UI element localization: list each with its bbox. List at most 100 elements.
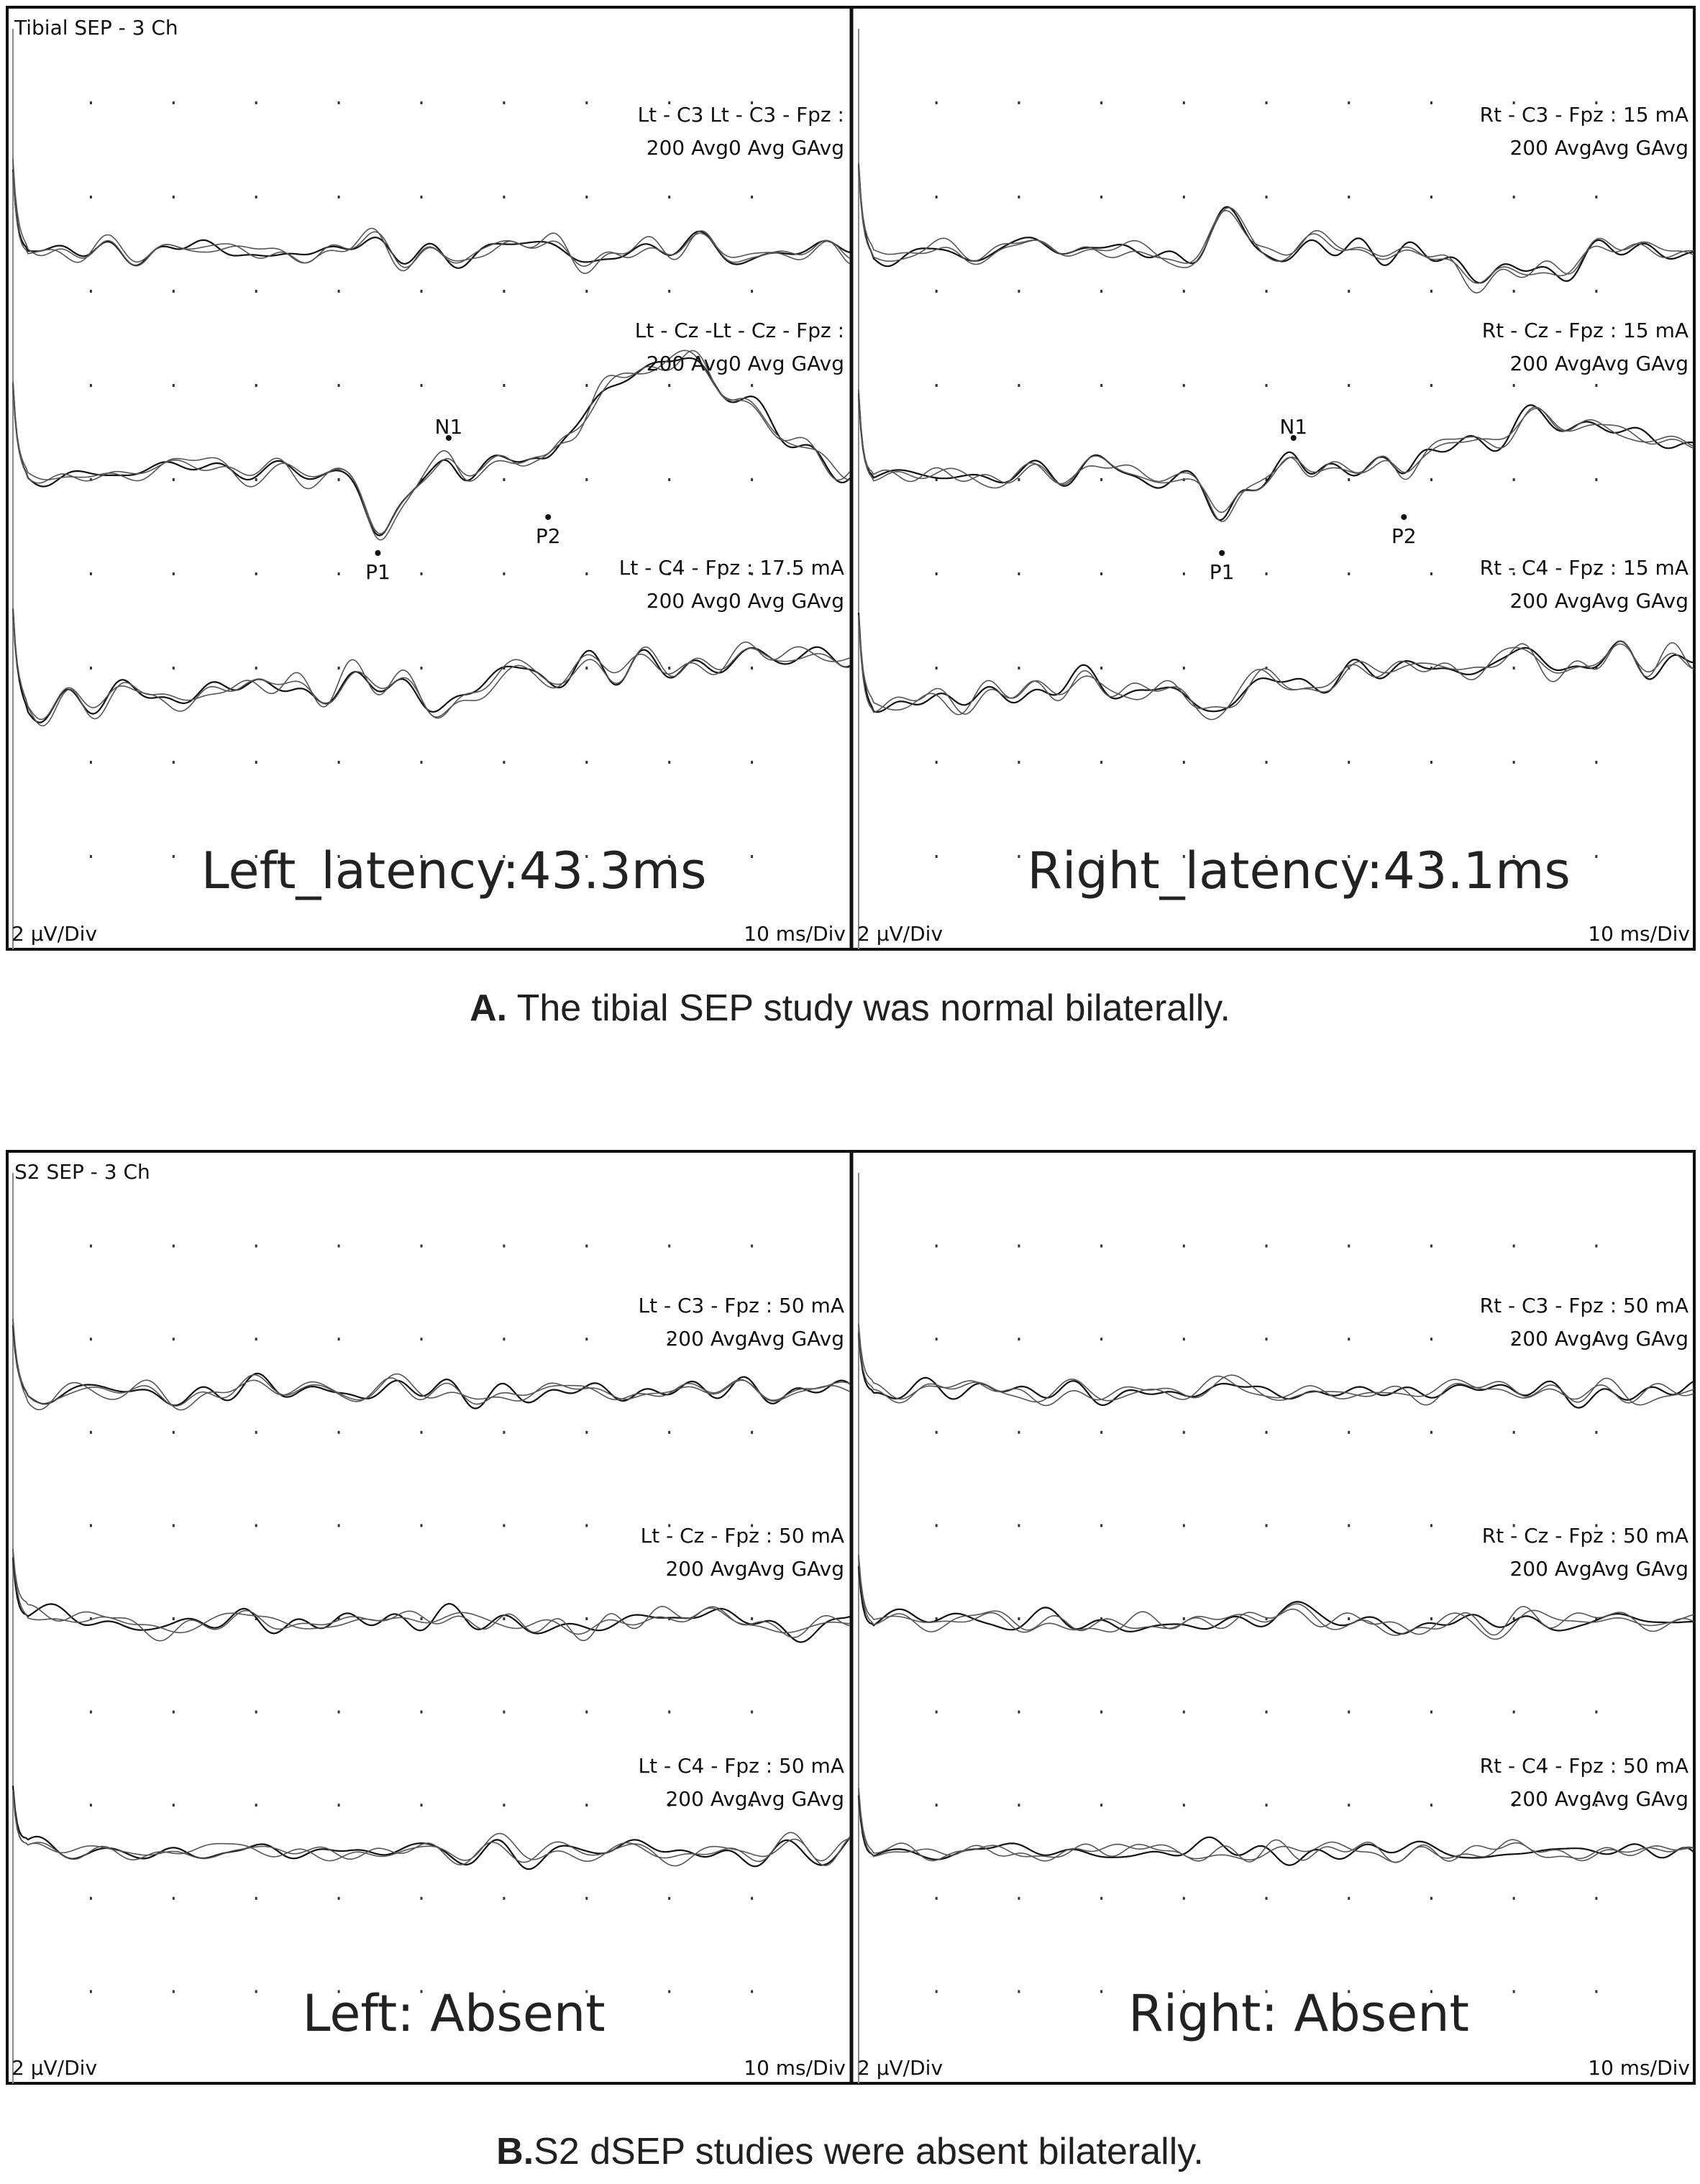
grid-dot bbox=[420, 290, 423, 293]
grid-dot bbox=[1182, 1617, 1185, 1620]
channel-label: Rt - C4 - Fpz : 15 mA bbox=[1480, 556, 1688, 580]
grid-dot bbox=[751, 1804, 754, 1807]
waveform-trace-c4 bbox=[857, 613, 1694, 713]
peak-marker bbox=[1401, 514, 1407, 520]
grid-dot bbox=[89, 1338, 92, 1341]
waveform-trace-c3 bbox=[12, 158, 851, 268]
waveform-trace-c4 bbox=[12, 608, 851, 723]
grid-dot bbox=[1348, 1804, 1351, 1807]
caption-a-prefix: A. bbox=[470, 987, 508, 1029]
grid-dot bbox=[1265, 101, 1268, 104]
caption-a-text: The tibial SEP study was normal bilatera… bbox=[507, 987, 1230, 1029]
grid-dot bbox=[503, 667, 506, 670]
grid-dot bbox=[1348, 1990, 1351, 1993]
grid-dot bbox=[1182, 1804, 1185, 1807]
grid-dot bbox=[585, 1710, 588, 1714]
grid-dot bbox=[172, 855, 175, 858]
grid-dot bbox=[255, 761, 257, 764]
grid-dot bbox=[337, 1617, 340, 1620]
grid-dot bbox=[420, 1617, 423, 1620]
grid-dot bbox=[668, 290, 671, 293]
grid-dot bbox=[585, 101, 588, 104]
grid-dot bbox=[1595, 1430, 1598, 1434]
grid-dot bbox=[935, 1990, 938, 1993]
waveform-trace-cz bbox=[12, 1550, 851, 1642]
grid-dot bbox=[1265, 1804, 1268, 1807]
channel-label: 200 Avg0 Avg GAvg bbox=[646, 589, 844, 613]
grid-dot bbox=[1265, 1338, 1268, 1341]
grid-dot bbox=[1595, 1244, 1598, 1248]
grid-dot bbox=[503, 1524, 506, 1527]
grid-dot bbox=[751, 1990, 754, 1993]
grid-dot bbox=[503, 384, 506, 387]
grid-dot bbox=[420, 761, 423, 764]
grid-dot bbox=[1430, 1617, 1432, 1620]
channel-label: Lt - C3 - Fpz : 50 mA bbox=[638, 1294, 844, 1317]
grid-dot bbox=[1182, 1244, 1185, 1248]
grid-dot bbox=[1512, 572, 1515, 575]
grid-dot bbox=[668, 1804, 671, 1807]
grid-dot bbox=[585, 1990, 588, 1993]
grid-dot bbox=[1512, 1524, 1515, 1527]
grid-dot bbox=[1430, 1244, 1432, 1248]
grid-dot bbox=[668, 1710, 671, 1714]
grid-dot bbox=[337, 101, 340, 104]
grid-dot bbox=[1512, 101, 1515, 104]
grid-dot bbox=[751, 1524, 754, 1527]
grid-dot bbox=[1430, 761, 1432, 764]
grid-dot bbox=[1100, 1430, 1103, 1434]
waveform-trace-cz bbox=[12, 349, 851, 541]
grid-dot bbox=[935, 196, 938, 198]
grid-dot bbox=[668, 1896, 671, 1900]
grid-dot bbox=[1512, 1617, 1515, 1620]
grid-dot bbox=[1100, 1524, 1103, 1527]
grid-dot bbox=[585, 290, 588, 293]
grid-dot bbox=[1265, 667, 1268, 670]
grid-dot bbox=[1348, 855, 1351, 858]
grid-dot bbox=[1595, 761, 1598, 764]
panel-title: Tibial SEP - 3 Ch bbox=[14, 16, 178, 40]
grid-dot bbox=[935, 101, 938, 104]
grid-dot bbox=[337, 290, 340, 293]
grid-dot bbox=[1512, 855, 1515, 858]
grid-dot bbox=[337, 761, 340, 764]
channel-label: Rt - C3 - Fpz : 50 mA bbox=[1480, 1294, 1688, 1317]
grid-dot bbox=[1512, 1896, 1515, 1900]
grid-dot bbox=[89, 1804, 92, 1807]
peak-marker bbox=[1219, 550, 1225, 556]
grid-dot bbox=[935, 1524, 938, 1527]
waveform-trace-c3 bbox=[858, 1324, 1694, 1407]
y-scale-label: 2 µV/Div bbox=[12, 2056, 97, 2080]
grid-dot bbox=[1348, 1244, 1351, 1248]
grid-dot bbox=[585, 855, 588, 858]
grid-dot bbox=[503, 1430, 506, 1434]
grid-dot bbox=[585, 478, 588, 481]
grid-dot bbox=[1018, 1990, 1020, 1993]
grid-dot bbox=[1595, 478, 1598, 481]
grid-dot bbox=[751, 290, 754, 293]
grid-dot bbox=[585, 572, 588, 575]
grid-dot bbox=[1348, 384, 1351, 387]
grid-dot bbox=[935, 1430, 938, 1434]
grid-dot bbox=[503, 1710, 506, 1714]
grid-dot bbox=[585, 1896, 588, 1900]
grid-dot bbox=[255, 290, 257, 293]
grid-dot bbox=[89, 667, 92, 670]
grid-dot bbox=[1595, 384, 1598, 387]
grid-dot bbox=[1512, 761, 1515, 764]
grid-dot bbox=[89, 572, 92, 575]
grid-dot bbox=[1018, 1617, 1020, 1620]
grid-dot bbox=[1265, 196, 1268, 198]
panel-title: S2 SEP - 3 Ch bbox=[14, 1160, 150, 1184]
grid-dot bbox=[1512, 1710, 1515, 1714]
grid-dot bbox=[420, 196, 423, 198]
channel-label: Lt - Cz - Fpz : 50 mA bbox=[641, 1524, 844, 1548]
grid-dot bbox=[1018, 1430, 1020, 1434]
grid-dot bbox=[89, 1896, 92, 1900]
grid-dot bbox=[1182, 1430, 1185, 1434]
grid-dot bbox=[172, 384, 175, 387]
grid-dot bbox=[1348, 761, 1351, 764]
grid-dot bbox=[1182, 384, 1185, 387]
grid-dot bbox=[255, 572, 257, 575]
waveform-trace-c3 bbox=[12, 1320, 851, 1411]
